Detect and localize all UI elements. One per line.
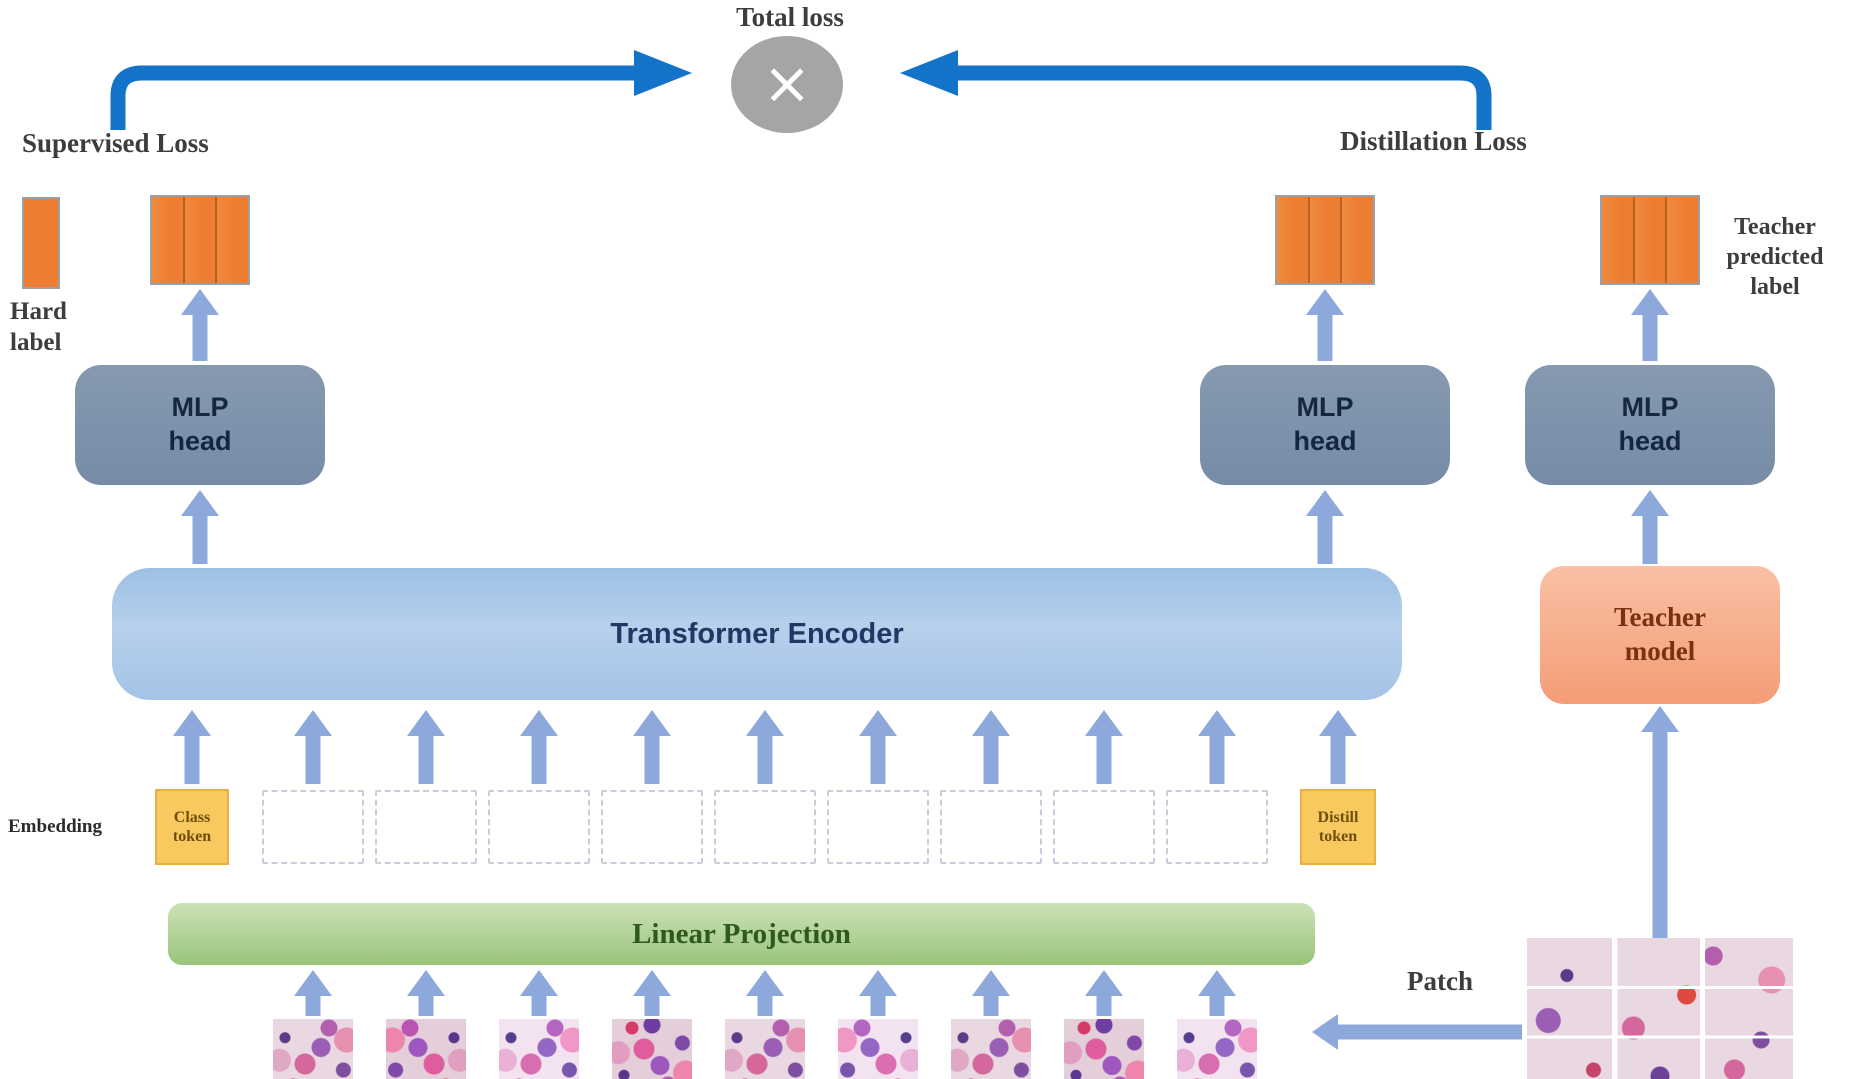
source-histology-image (1527, 938, 1793, 1079)
patch-embedding-slot (601, 790, 703, 864)
patch-embedding-slot (714, 790, 816, 864)
bar (217, 197, 249, 283)
arrow-patch-to-projection (859, 970, 897, 1016)
arrow-token-to-encoder (173, 710, 211, 784)
patch-embedding-slot (262, 790, 364, 864)
mlp-head-label: MLP head (168, 392, 232, 456)
distill-token-label: Distill token (1317, 808, 1359, 845)
histology-patch (499, 1019, 579, 1079)
teacher-predicted-label-text: Teacher predicted label (1726, 214, 1824, 300)
hard-label-text: Hard label (10, 298, 67, 357)
arrow-patch-to-projection (1198, 970, 1236, 1016)
bar (1277, 197, 1310, 283)
bar (1602, 197, 1635, 283)
arrow-token-to-encoder (407, 710, 445, 784)
arrow-image-to-patches (1312, 1014, 1522, 1050)
patch-embedding-slot (1166, 790, 1268, 864)
arrow-mlp-to-distill-bars (1306, 289, 1344, 361)
teacher-prediction-bars (1600, 195, 1700, 285)
mlp-head-teacher: MLP head (1525, 365, 1775, 485)
histology-patch (612, 1019, 692, 1079)
total-loss-label: Total loss (736, 2, 844, 32)
linear-projection-box: Linear Projection (168, 903, 1315, 965)
mlp-head-distill: MLP head (1200, 365, 1450, 485)
student-class-prediction-bars (150, 195, 250, 285)
arrow-mlp-to-class-bars (181, 289, 219, 361)
patch-embedding-slot (940, 790, 1042, 864)
patch-embedding-slot (1053, 790, 1155, 864)
bar (1667, 197, 1699, 283)
bar (1634, 197, 1668, 283)
class-token-label: Class token (172, 808, 212, 845)
bar (184, 197, 218, 283)
arrow-token-to-encoder (520, 710, 558, 784)
arrow-token-to-encoder (1198, 710, 1236, 784)
arrow-token-to-encoder (1085, 710, 1123, 784)
total-loss-node: × (731, 36, 843, 133)
arrow-teacher-to-mlp (1631, 490, 1669, 564)
teacher-model-box: Teacher model (1540, 566, 1780, 704)
arrow-token-to-encoder (972, 710, 1010, 784)
histology-patch (273, 1019, 353, 1079)
supervised-loss-arrow (110, 65, 636, 130)
distillation-loss-arrow (956, 65, 1492, 130)
patch-embedding-slot (375, 790, 477, 864)
histology-patch (951, 1019, 1031, 1079)
distillation-loss-arrowhead-icon (900, 50, 958, 96)
hard-label-bar (22, 197, 60, 289)
arrow-patch-to-projection (294, 970, 332, 1016)
linear-projection-label: Linear Projection (632, 917, 851, 950)
arrow-token-to-encoder (294, 710, 332, 784)
histology-patch (386, 1019, 466, 1079)
arrow-mlp-to-teacher-bars (1631, 289, 1669, 361)
arrow-patch-to-projection (633, 970, 671, 1016)
patch-embedding-slot (827, 790, 929, 864)
transformer-encoder-label: Transformer Encoder (610, 617, 904, 650)
arrow-patch-to-projection (520, 970, 558, 1016)
class-token: Class token (155, 789, 229, 865)
mlp-head-label: MLP head (1618, 392, 1682, 456)
bar (1342, 197, 1374, 283)
transformer-encoder-box: Transformer Encoder (112, 568, 1402, 700)
arrow-token-to-encoder (633, 710, 671, 784)
distill-token: Distill token (1300, 789, 1376, 865)
arrow-image-to-teacher-model (1641, 706, 1679, 940)
bar (1309, 197, 1343, 283)
arrow-token-to-encoder (746, 710, 784, 784)
arrow-token-to-encoder (859, 710, 897, 784)
student-distill-prediction-bars (1275, 195, 1375, 285)
patch-label: Patch (1407, 966, 1473, 996)
histology-patch (725, 1019, 805, 1079)
supervised-loss-arrowhead-icon (634, 50, 692, 96)
arrow-token-to-encoder (1319, 710, 1357, 784)
histology-patch (838, 1019, 918, 1079)
histology-patch (1177, 1019, 1257, 1079)
embedding-label: Embedding (8, 816, 102, 837)
supervised-loss-label: Supervised Loss (22, 128, 209, 158)
arrow-patch-to-projection (407, 970, 445, 1016)
arrow-encoder-to-mlp-distill (1306, 490, 1344, 564)
multiply-icon: × (762, 48, 812, 117)
distillation-loss-label: Distillation Loss (1340, 126, 1527, 156)
arrow-patch-to-projection (1085, 970, 1123, 1016)
histology-patch (1064, 1019, 1144, 1079)
arrow-patch-to-projection (972, 970, 1010, 1016)
mlp-head-class: MLP head (75, 365, 325, 485)
arrow-encoder-to-mlp-class (181, 490, 219, 564)
teacher-model-label: Teacher model (1614, 602, 1706, 666)
mlp-head-label: MLP head (1293, 392, 1357, 456)
bar (152, 197, 185, 283)
arrow-patch-to-projection (746, 970, 784, 1016)
patch-embedding-slot (488, 790, 590, 864)
